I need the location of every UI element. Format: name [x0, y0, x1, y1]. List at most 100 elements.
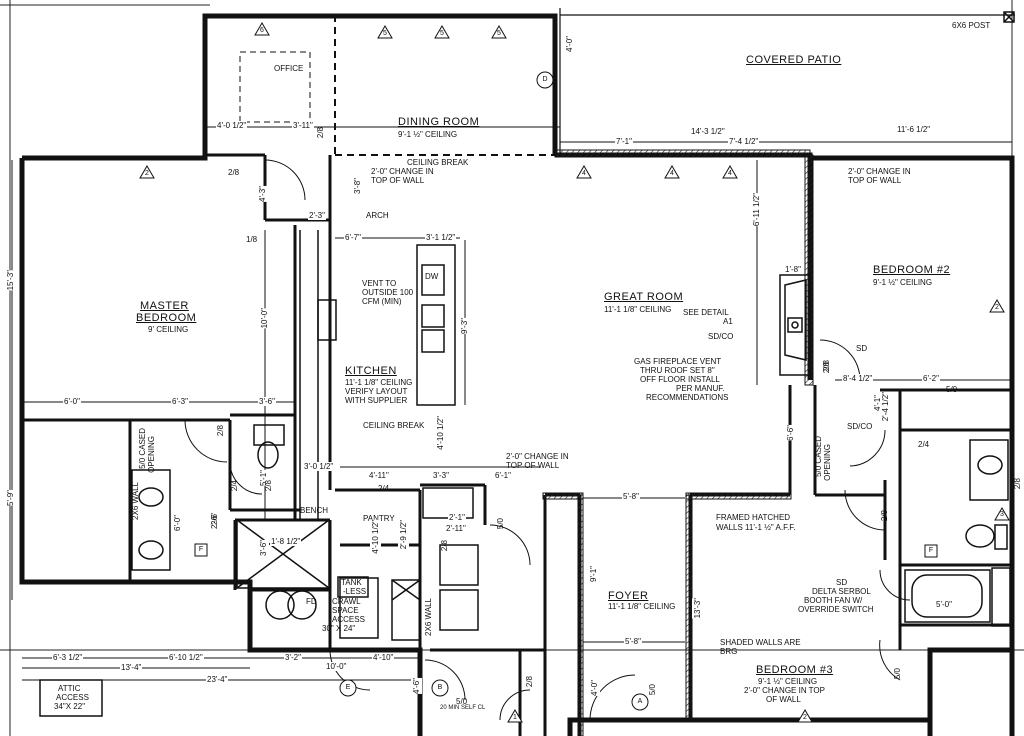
note-fd: FD: [306, 597, 317, 606]
window-tag: 3: [1000, 511, 1004, 518]
dim-label: 3'-8": [352, 178, 363, 194]
window-tag: 4: [728, 170, 732, 177]
note-see-detail-2: A1: [723, 317, 733, 326]
dim-label: 9'-1": [588, 566, 599, 582]
room-ceiling-kitchen: 11'-1 1/8" CEILING: [345, 378, 413, 387]
dim-label: 3'-0 1/2": [303, 462, 335, 471]
dim-label: 13'-3": [692, 598, 703, 619]
dim-label: 2'-1": [448, 513, 466, 522]
room-label-dining: DINING ROOM: [398, 116, 480, 128]
note-cased-4: OPENING: [823, 444, 832, 481]
patio-outline: [334, 15, 560, 156]
door-size: 5/0: [496, 518, 505, 530]
note-change-wall-3b: TOP OF WALL: [506, 461, 560, 470]
dim-label: 6'-0": [172, 515, 183, 531]
door-size: 2/8: [822, 360, 831, 372]
window-tag: 2: [803, 714, 807, 721]
note-gas-1: GAS FIREPLACE VENT: [634, 357, 722, 366]
note-tank-2: -LESS: [343, 587, 367, 596]
elevation-tag: E: [345, 684, 351, 691]
window-tag: 5: [497, 30, 501, 37]
note-ceiling-break-top: CEILING BREAK: [407, 158, 469, 167]
dim-label: 4'-10 1/2": [435, 416, 446, 450]
door-size: 2/8: [525, 676, 534, 688]
window-tag: 2: [145, 170, 149, 177]
kitchen-island: [299, 230, 479, 631]
note-ceiling-break-kitchen: CEILING BREAK: [363, 421, 425, 430]
note-gas-2: THRU ROOF SET 8": [640, 366, 715, 375]
room-label-bedroom3: BEDROOM #3: [756, 664, 834, 676]
door-size: 2/8: [264, 480, 273, 492]
dim-label: 6'-3 1/2": [52, 653, 84, 662]
door-size: 5/0: [456, 697, 468, 706]
dim-label: 3'-3": [432, 471, 450, 480]
room-ceiling-dining: 9'-1 ½" CEILING: [398, 130, 458, 139]
fixture-tag: F: [198, 546, 204, 553]
attic-and-post: [39, 11, 1015, 717]
door-size: 2/8: [880, 510, 889, 522]
door-size: 2/4: [918, 440, 930, 449]
room-label-master-2: BEDROOM: [136, 312, 197, 324]
window-tag: 4: [582, 170, 586, 177]
dim-label: 3'-11": [292, 121, 314, 130]
fireplace: [779, 274, 811, 376]
dim-label: 6'-0": [63, 397, 81, 406]
note-gas-3: OFF FLOOR INSTALL: [640, 375, 720, 384]
note-cased-2: OPENING: [147, 436, 156, 473]
dim-label: 3'-6": [258, 397, 276, 406]
note-post: 6X6 POST: [952, 21, 991, 30]
appliance-dw: DW: [425, 272, 439, 281]
dim-label: 10'-0": [325, 662, 348, 671]
door-size: 5/0: [893, 668, 902, 680]
window-tag: 5: [383, 30, 387, 37]
dim-label: 5'-8": [622, 492, 640, 501]
room-ceiling-great: 11'-1 1/8" CEILING: [604, 305, 672, 314]
room-label-master-1: MASTER: [140, 300, 189, 312]
dim-label: 5'-9": [5, 490, 16, 506]
elevation-tag: A: [637, 698, 643, 705]
dim-label: 23'-4": [206, 675, 229, 684]
dim-label: 1'-8 1/2": [270, 537, 302, 546]
note-framed-1: FRAMED HATCHED: [716, 513, 791, 522]
note-cased-1: 5/0 CASED: [138, 428, 147, 469]
note-fan-3: OVERRIDE SWITCH: [798, 605, 874, 614]
dim-label: 4'-6": [411, 678, 422, 694]
door-size: 2/8: [440, 540, 449, 552]
note-vent-1: VENT TO: [362, 279, 397, 288]
dim-label: 2'-4 1/2": [880, 392, 891, 422]
note-shaded-1: SHADED WALLS ARE: [720, 638, 801, 647]
bedroom3-note-1: 2'-0" CHANGE IN TOP: [744, 686, 825, 695]
note-min-self: 20 MIN SELF CL: [440, 705, 486, 711]
note-attic-2: ACCESS: [56, 693, 89, 702]
note-change-wall-2a: 2'-0" CHANGE IN: [848, 167, 911, 176]
note-fan-1: DELTA SERBOL: [812, 587, 871, 596]
dim-label: 4'-0": [589, 680, 600, 696]
note-2x6-wall-b: 2X6 WALL: [424, 598, 433, 636]
note-vent-3: CFM (MIN): [362, 297, 402, 306]
note-sd-2: SD: [836, 578, 848, 587]
dim-label: 1'-8": [784, 265, 802, 274]
room-label-bench: BENCH: [300, 506, 329, 515]
door-size: 2/4: [230, 480, 239, 492]
fixture-tag: F: [928, 547, 934, 554]
note-change-wall-1b: TOP OF WALL: [371, 176, 425, 185]
window-tag: 2: [995, 304, 999, 311]
dim-label: 6'-10 1/2": [168, 653, 204, 662]
dim-label: 14'-3 1/2": [690, 127, 726, 136]
note-change-wall-2b: TOP OF WALL: [848, 176, 902, 185]
dim-label: 2'-11": [445, 524, 467, 533]
dim-label: 6'-1": [494, 471, 512, 480]
note-gas-5: RECOMMENDATIONS: [646, 393, 729, 402]
dim-label: 10'-0": [259, 308, 270, 329]
note-crawl-3: ACCESS: [332, 615, 365, 624]
dim-label: 8'-4 1/2": [842, 374, 874, 383]
dim-label: 3'-6": [258, 540, 269, 556]
dim-label: 6'-6": [785, 425, 796, 441]
window-tag: 5: [440, 30, 444, 37]
bath2-fixtures: [904, 439, 1011, 627]
door-size: 2/8: [228, 168, 240, 177]
note-change-wall-1a: 2'-0" CHANGE IN: [371, 167, 434, 176]
note-shaded-2: BRG: [720, 647, 738, 656]
room-label-great: GREAT ROOM: [604, 291, 684, 303]
